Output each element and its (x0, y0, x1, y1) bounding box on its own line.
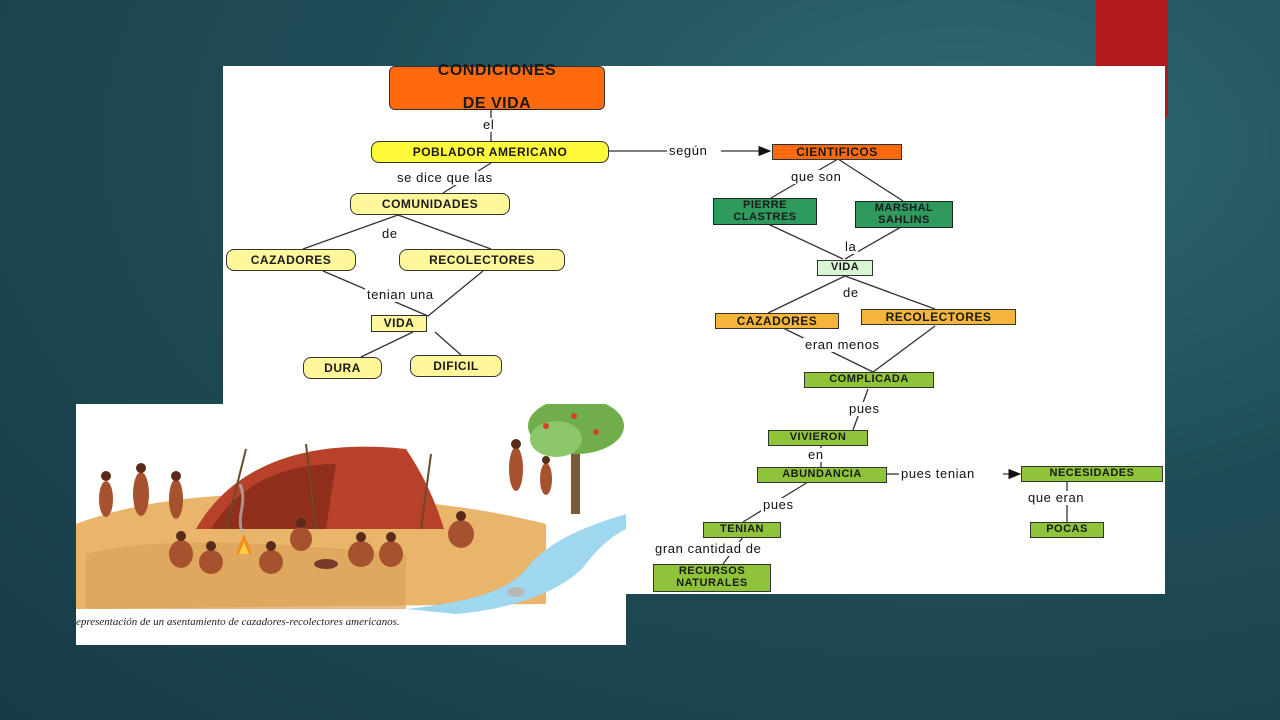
line-comunidades-cazadores (302, 214, 399, 250)
line-comunidades-recolectores (397, 214, 492, 250)
node-vivieron: VIVIERON (768, 430, 868, 446)
link-el: el (481, 117, 497, 132)
node-cazadores-right: CAZADORES (715, 313, 839, 329)
link-en: en (806, 447, 826, 462)
link-que-eran: que eran (1026, 490, 1087, 505)
link-de-right: de (841, 285, 861, 300)
node-abundancia: ABUNDANCIA (757, 467, 887, 483)
link-segun: según (667, 143, 710, 158)
link-de-left: de (380, 226, 400, 241)
node-pierre: PIERRE CLASTRES (713, 198, 817, 225)
title-line1: CONDICIONES (437, 61, 557, 79)
node-dificil: DIFICIL (410, 355, 502, 377)
line-vida-dificil (434, 331, 462, 356)
node-necesidades: NECESIDADES (1021, 466, 1163, 482)
link-eran-menos: eran menos (803, 337, 882, 352)
illustration-caption: epresentación de un asentamiento de caza… (76, 616, 400, 628)
node-marshal: MARSHAL SAHLINS (855, 201, 953, 228)
node-cientificos: CIENTIFICOS (772, 144, 902, 160)
node-comunidades: COMUNIDADES (350, 193, 510, 215)
node-recolectores-left: RECOLECTORES (399, 249, 565, 271)
link-que-son: que son (789, 169, 844, 184)
line-pierre-vida (767, 223, 844, 260)
line-cientificos-marshal (837, 158, 904, 202)
node-recolectores-right: RECOLECTORES (861, 309, 1016, 325)
node-pocas: POCAS (1030, 522, 1104, 538)
link-pues-2: pues (761, 497, 796, 512)
settlement-drawing (76, 404, 626, 614)
link-gran-cantidad: gran cantidad de (653, 541, 764, 556)
line-vida-dura (360, 331, 414, 358)
link-la: la (843, 239, 859, 254)
node-complicada: COMPLICADA (804, 372, 934, 388)
title-node: CONDICIONES DE VIDA (389, 61, 605, 113)
link-se-dice: se dice que las (395, 170, 495, 185)
node-poblador: POBLADOR AMERICANO (371, 141, 609, 163)
line-vida-cazadores (767, 275, 846, 314)
title-line2: DE VIDA (462, 95, 532, 113)
link-pues-1: pues (847, 401, 882, 416)
link-tenian-una: tenian una (365, 287, 436, 302)
node-vida-left: VIDA (371, 315, 427, 332)
line-recolectores-vida (427, 270, 484, 317)
line-vida-recolectores (844, 275, 936, 310)
link-pues-tenian: pues tenian (899, 466, 977, 481)
settlement-illustration: epresentación de un asentamiento de caza… (76, 404, 626, 645)
node-tenian: TENIAN (703, 522, 781, 538)
node-vida-right: VIDA (817, 260, 873, 276)
node-dura: DURA (303, 357, 382, 379)
line-recolectores-complicada (872, 325, 936, 373)
node-cazadores-left: CAZADORES (226, 249, 356, 271)
node-recursos: RECURSOS NATURALES (653, 564, 771, 592)
